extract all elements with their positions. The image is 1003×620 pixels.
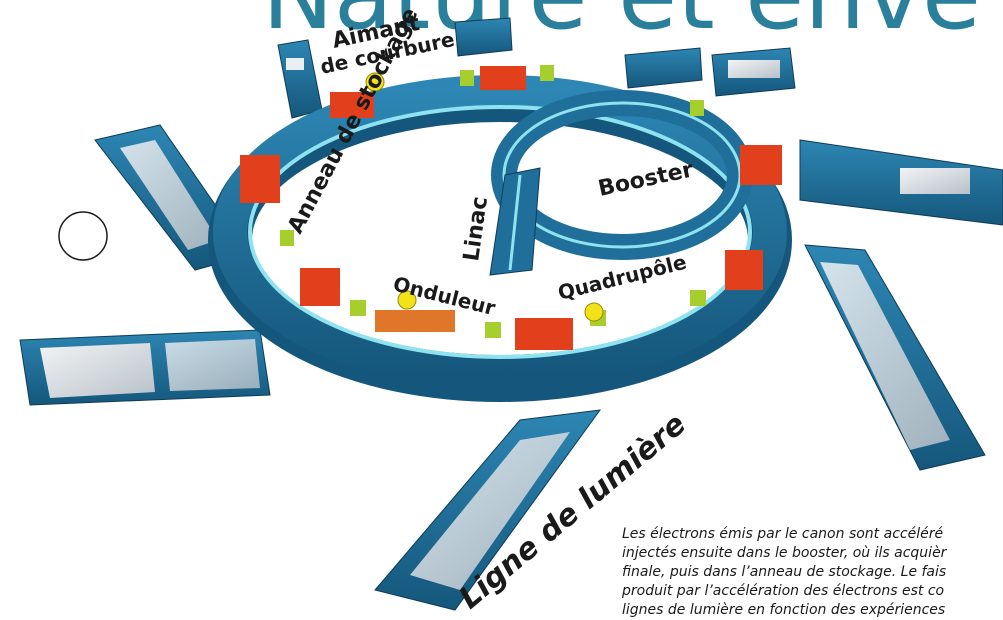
caption: Les électrons émis par le canon sont acc… [622,525,1003,620]
label-linac: Linac [459,195,493,263]
beamline-hut [374,409,602,611]
quadrupole-magnet [350,300,366,316]
quadrupole-magnet [540,65,554,81]
bending-magnet [240,155,280,203]
undulator [375,310,455,332]
marker-dot [397,290,417,310]
caption-line: produit par l’accélération des électrons… [622,583,945,599]
bending-magnet [480,66,526,90]
title-fragment: Nature et enve g [262,0,1003,51]
caption-line: injectés ensuite dans le booster, où ils… [622,545,947,561]
bending-magnet [330,92,374,118]
marker-dot [365,72,385,92]
caption-line: lignes de lumière en fonction des expéri… [622,602,946,618]
beamline-hut [711,47,796,97]
beamline-hut [277,39,323,119]
quadrupole-magnet [690,290,706,306]
bending-magnet [725,250,763,290]
markers [365,72,604,322]
beamline-hut [799,139,1003,226]
storage-ring [208,75,792,402]
outline-circle [58,211,108,261]
beamline-hut [804,244,986,471]
bending-magnet [740,145,782,185]
linac [489,167,541,276]
bending-magnet [515,318,573,350]
bending-magnet [300,268,340,306]
quadrupole-magnet [460,70,474,86]
beamline-hut [454,17,513,57]
beamline-hut [19,329,271,406]
caption-line: Les électrons émis par le canon sont acc… [622,526,944,542]
label-booster: Booster [596,157,696,202]
quadrupole-magnet [690,100,704,116]
beamline-hut [624,47,703,89]
quadrupole-magnet [485,322,501,338]
quadrupole-magnet [280,230,294,246]
marker-dot [584,302,604,322]
magnets [240,65,782,350]
caption-line: finale, puis dans l’anneau de stockage. … [622,564,947,580]
